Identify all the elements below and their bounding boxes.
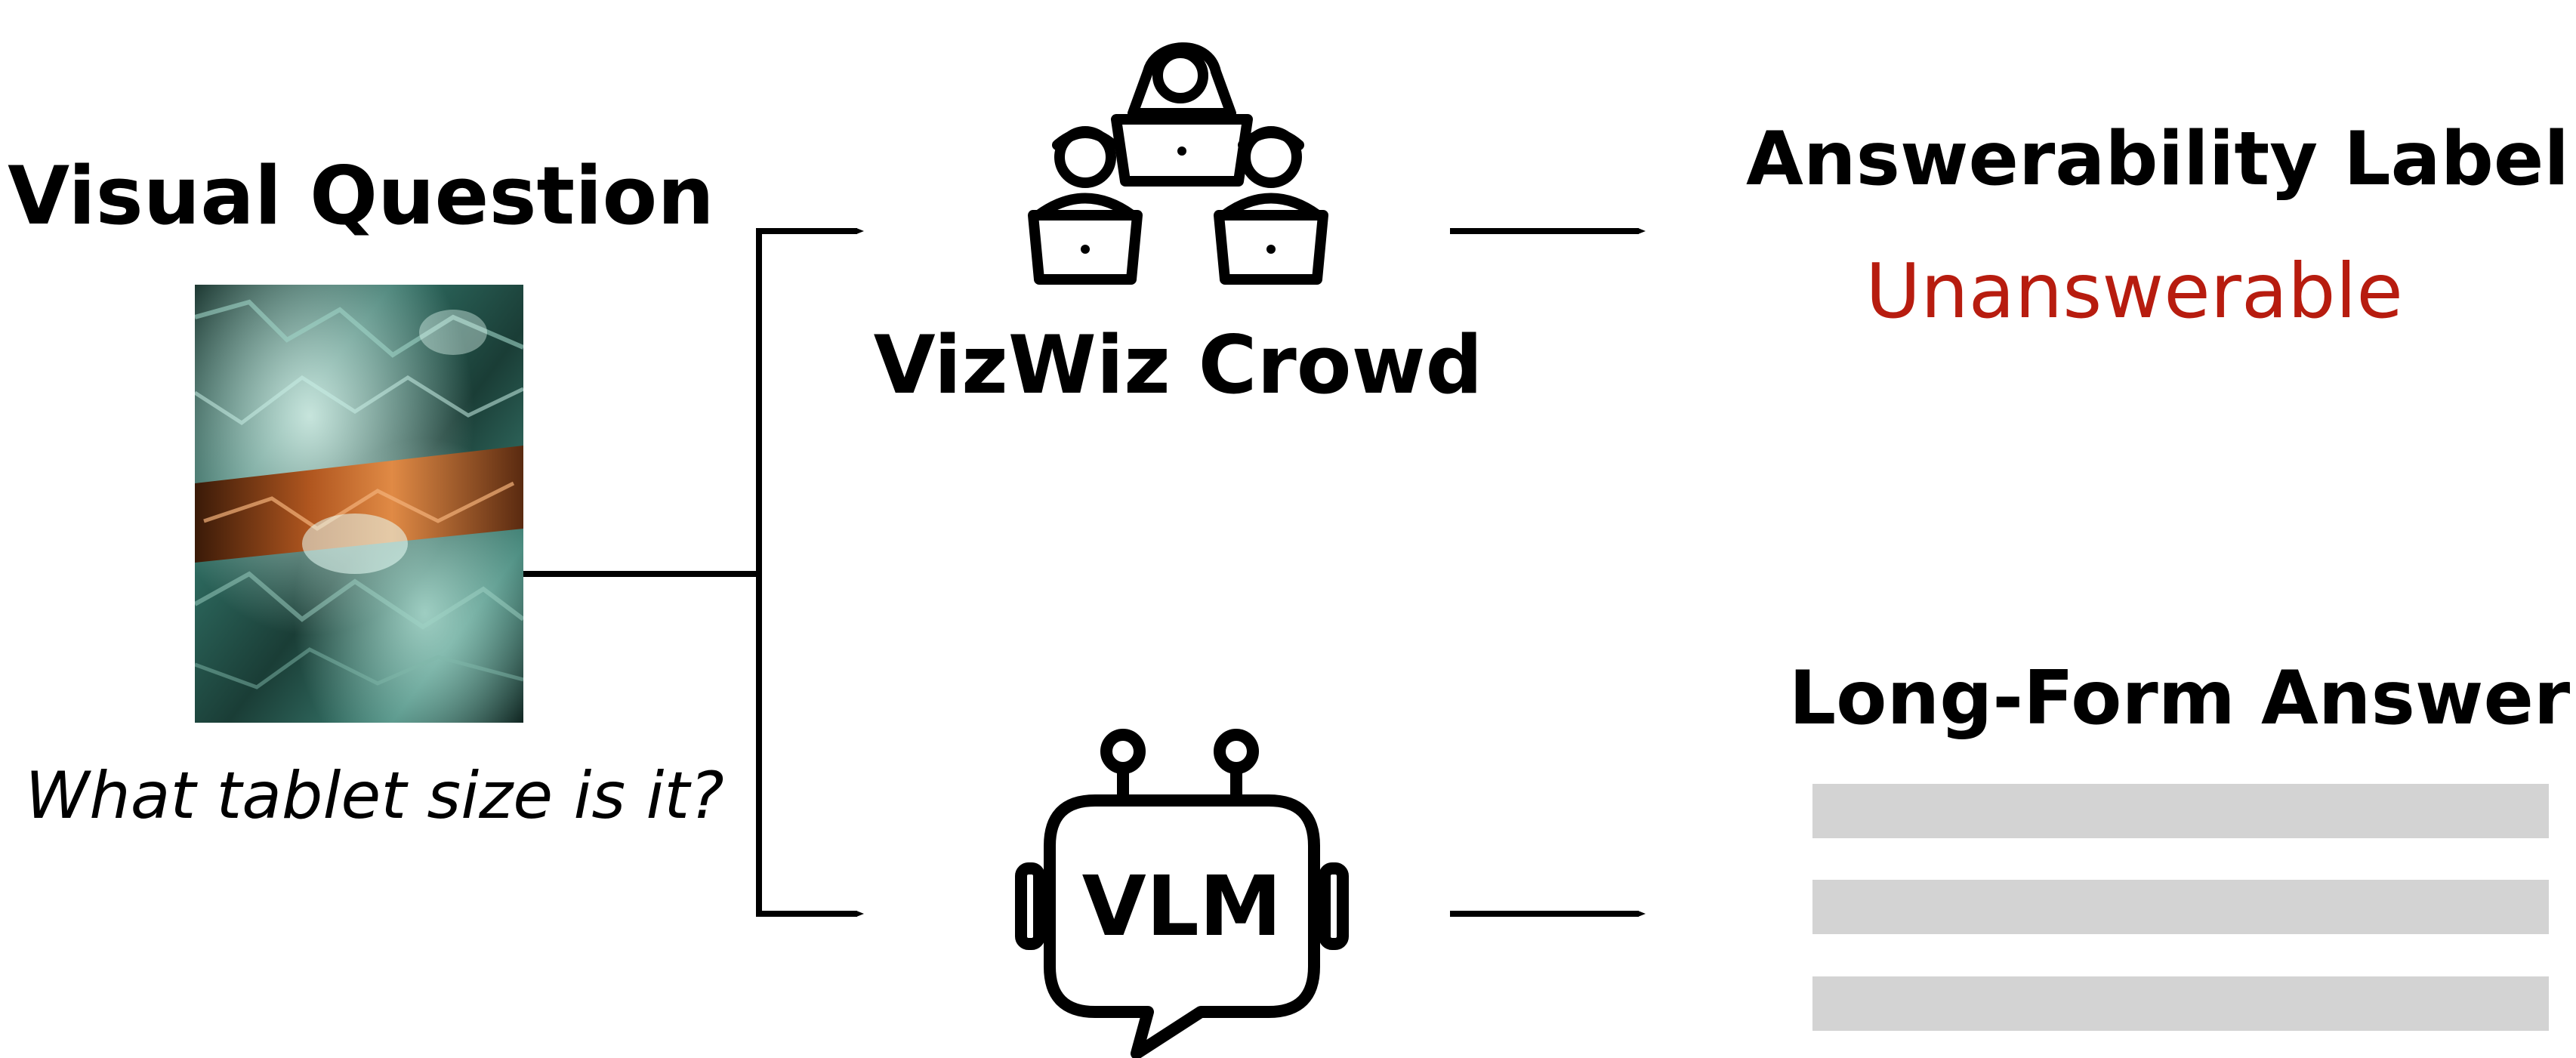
answerability-value: Unanswerable xyxy=(1865,247,2403,335)
vlm-label: VLM xyxy=(1082,858,1282,955)
visual-question-text: What tablet size is it? xyxy=(25,758,724,834)
long-form-placeholder-line-3 xyxy=(1812,976,2549,1031)
long-form-placeholder-line-2 xyxy=(1812,880,2549,934)
long-form-placeholder-line-1 xyxy=(1812,784,2549,838)
branch-connector xyxy=(523,228,1646,917)
visual-question-heading: Visual Question xyxy=(8,150,714,242)
long-form-heading: Long-Form Answer xyxy=(1789,655,2571,742)
question-photo xyxy=(195,285,523,723)
answerability-heading: Answerability Label xyxy=(1746,116,2569,202)
crowd-label: VizWiz Crowd xyxy=(874,319,1483,412)
crowd-workers-icon xyxy=(1028,42,1328,285)
robot-chat-icon xyxy=(1015,729,1349,1058)
